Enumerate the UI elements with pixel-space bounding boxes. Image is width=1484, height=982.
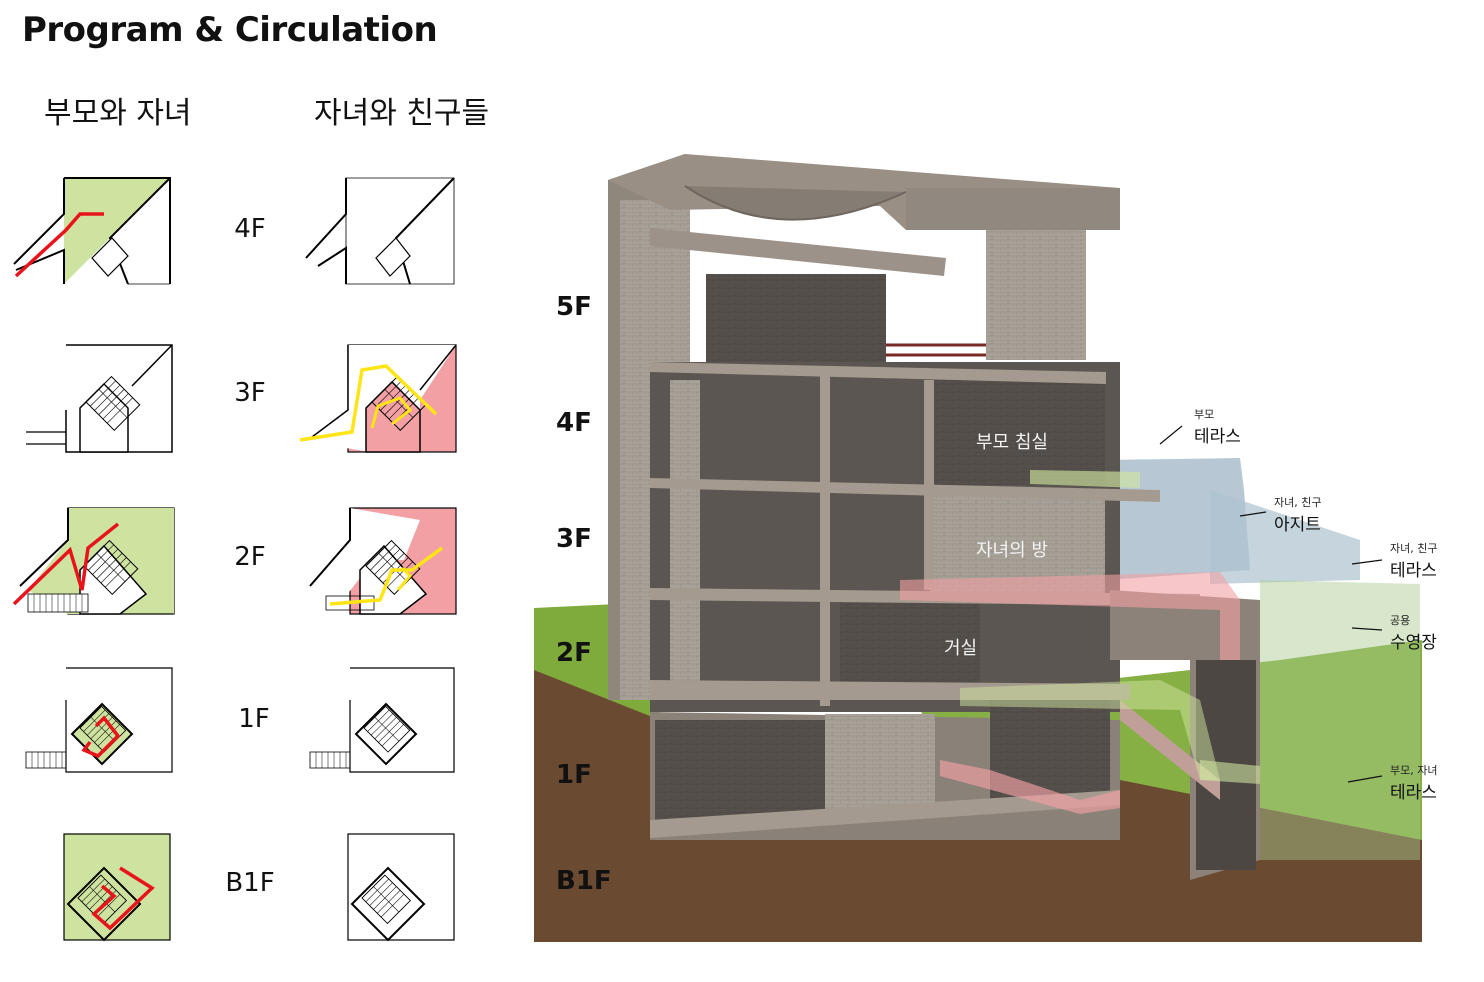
railing: [886, 343, 986, 357]
section-floor-label-3f: 3F: [556, 524, 592, 554]
plan-floor-label-2f: 2F: [234, 542, 266, 572]
plan-b1f-kids: [347, 833, 455, 942]
callout-big-label: 수영장: [1390, 633, 1437, 653]
floor-plans: [12, 177, 457, 942]
parents-path-2f: [960, 680, 1220, 780]
callout-big-label: 테라스: [1390, 783, 1437, 803]
section-floor-label-5f: 5F: [556, 292, 592, 322]
callout-small-label: 공용: [1390, 614, 1411, 627]
callout-kids-hideout: 자녀, 친구 아지트: [1274, 494, 1321, 535]
callout-family-terrace: 부모, 자녀 테라스: [1390, 762, 1437, 803]
callout-big-label: 테라스: [1194, 427, 1241, 447]
parents-path-b1: [1200, 760, 1260, 784]
plan-floor-label-4f: 4F: [234, 214, 266, 244]
callout-shared-pool: 공용 수영장: [1390, 612, 1437, 653]
plan-1f-kids: [309, 667, 455, 773]
callout-small-label: 부모, 자녀: [1390, 764, 1438, 777]
callout-kids-terrace: 자녀, 친구 테라스: [1390, 540, 1437, 581]
callout-small-label: 자녀, 친구: [1390, 542, 1438, 555]
section-floor-label-1f: 1F: [556, 760, 592, 790]
plan-b1f-parents: [63, 833, 171, 942]
section-floor-label-b1f: B1F: [556, 866, 612, 896]
plan-4f-parents: [13, 177, 171, 285]
column-header-kids: 자녀와 친구들: [314, 96, 490, 131]
callout-parents-terrace: 부모 테라스: [1194, 406, 1241, 447]
page-title: Program & Circulation: [22, 10, 438, 50]
callout-big-label: 테라스: [1390, 561, 1437, 581]
slab-5f: [650, 228, 946, 276]
plan-floor-label-3f: 3F: [234, 378, 266, 408]
glass-pool: [1260, 580, 1420, 860]
room-label-bedroom: 부모 침실: [976, 432, 1048, 453]
column-header-parents: 부모와 자녀: [44, 96, 192, 131]
section-perspective: [534, 154, 1422, 942]
callout-big-label: 아지트: [1274, 515, 1321, 535]
plan-3f-kids: [299, 344, 457, 453]
plan-2f-kids: [309, 507, 457, 615]
plan-4f-kids: [305, 177, 455, 285]
plan-1f-parents: [25, 667, 173, 773]
callout-small-label: 자녀, 친구: [1274, 496, 1322, 509]
room-label-kids-room: 자녀의 방: [976, 540, 1048, 561]
parents-path-4f: [1030, 470, 1140, 488]
kids-path-1f: [940, 760, 1120, 814]
callout-leaders: [1159, 425, 1383, 783]
plan-floor-label-1f: 1F: [238, 704, 270, 734]
section-floor-label-2f: 2F: [556, 638, 592, 668]
plan-floor-label-b1f: B1F: [225, 868, 275, 898]
section-floor-label-4f: 4F: [556, 408, 592, 438]
callout-small-label: 부모: [1194, 408, 1215, 421]
glass-volume: [1210, 490, 1360, 584]
plan-2f-parents: [12, 507, 175, 615]
plan-3f-parents: [26, 344, 173, 453]
kids-path-2f: [900, 572, 1240, 660]
room-label-living: 거실: [944, 638, 978, 659]
